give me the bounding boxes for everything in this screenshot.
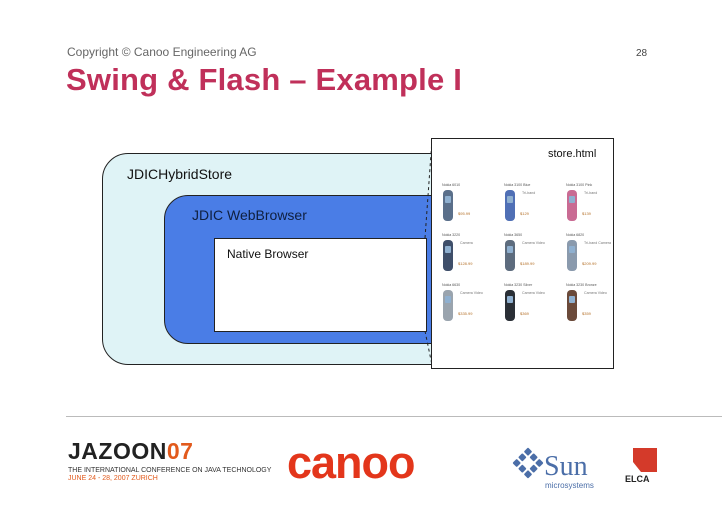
- jdic-hybrid-store-label: JDICHybridStore: [127, 166, 233, 182]
- copyright-text: Copyright © Canoo Engineering AG: [67, 45, 257, 59]
- elca-logo-icon: [633, 448, 657, 472]
- jdic-webbrowser-label: JDIC WebBrowser: [192, 207, 307, 223]
- product-price: $128.99: [458, 261, 473, 266]
- sun-logo-icon: [512, 447, 544, 479]
- native-browser-box: Native Browser: [214, 238, 427, 332]
- product-features: Camera Video: [460, 291, 483, 295]
- page-number: 28: [636, 48, 648, 59]
- product-price: $95.99: [458, 211, 471, 216]
- product-features: Camera: [460, 241, 473, 245]
- product-price: $209.99: [582, 261, 597, 266]
- product-price: $335.99: [458, 311, 473, 316]
- phone-image: [567, 240, 577, 271]
- sun-logo-sub: microsystems: [545, 481, 594, 490]
- product-features: Camera Video: [584, 291, 607, 295]
- phone-image: [443, 290, 453, 321]
- elca-logo-label: ELCA: [625, 474, 650, 484]
- phone-image: [443, 240, 453, 271]
- canoo-logo: canoo: [287, 437, 416, 488]
- jazoon-dates: JUNE 24 - 28, 2007 ZURICH: [68, 475, 158, 482]
- phone-image: [567, 190, 577, 221]
- product-cell[interactable]: Nokia 6010 $95.99: [440, 183, 496, 237]
- sun-logo-word: Sun: [544, 451, 588, 482]
- product-name: Nokia 3220: [442, 233, 461, 237]
- store-screenshot-title: store.html: [548, 148, 597, 160]
- phone-image: [505, 290, 515, 321]
- product-features: Tri-band Camera: [584, 241, 612, 245]
- footer-rule: [66, 416, 722, 417]
- product-name: Nokia 3230 Bronze: [566, 283, 597, 287]
- product-name: Nokia 3230 Silver: [504, 283, 533, 287]
- product-features: Camera Video: [522, 241, 545, 245]
- product-name: Nokia 3100 Blue: [504, 183, 531, 187]
- jazoon-logo: JAZOON07 THE INTERNATIONAL CONFERENCE ON…: [68, 438, 271, 482]
- product-name: Nokia 3650: [504, 233, 523, 237]
- store-screenshot: store.html Nokia 6010 $95.99 Nokia 3100 Bl…: [431, 138, 614, 369]
- connector-top: [424, 139, 433, 239]
- phone-image: [505, 240, 515, 271]
- native-browser-label: Native Browser: [227, 247, 309, 261]
- product-price: $359: [582, 311, 591, 316]
- jazoon-year: 07: [166, 438, 194, 464]
- phone-image: [567, 290, 577, 321]
- product-price: $369: [520, 311, 529, 316]
- jazoon-tagline: THE INTERNATIONAL CONFERENCE ON JAVA TEC…: [68, 467, 272, 474]
- product-features: Tri-band: [522, 191, 536, 195]
- product-price: $189.99: [520, 261, 535, 266]
- product-features: Tri-band: [584, 191, 598, 195]
- slide-title: Swing & Flash – Example I: [66, 62, 463, 97]
- product-price: $139: [582, 211, 591, 216]
- product-name: Nokia 6630: [442, 283, 461, 287]
- product-price: $129: [520, 211, 529, 216]
- product-name: Nokia 3100 Pink: [566, 183, 593, 187]
- product-features: Camera Video: [522, 291, 545, 295]
- phone-image: [443, 190, 453, 221]
- product-name: Nokia 6820: [566, 233, 585, 237]
- phone-image: [505, 190, 515, 221]
- product-name: Nokia 6010: [442, 183, 461, 187]
- jazoon-word: JAZOON: [68, 438, 167, 464]
